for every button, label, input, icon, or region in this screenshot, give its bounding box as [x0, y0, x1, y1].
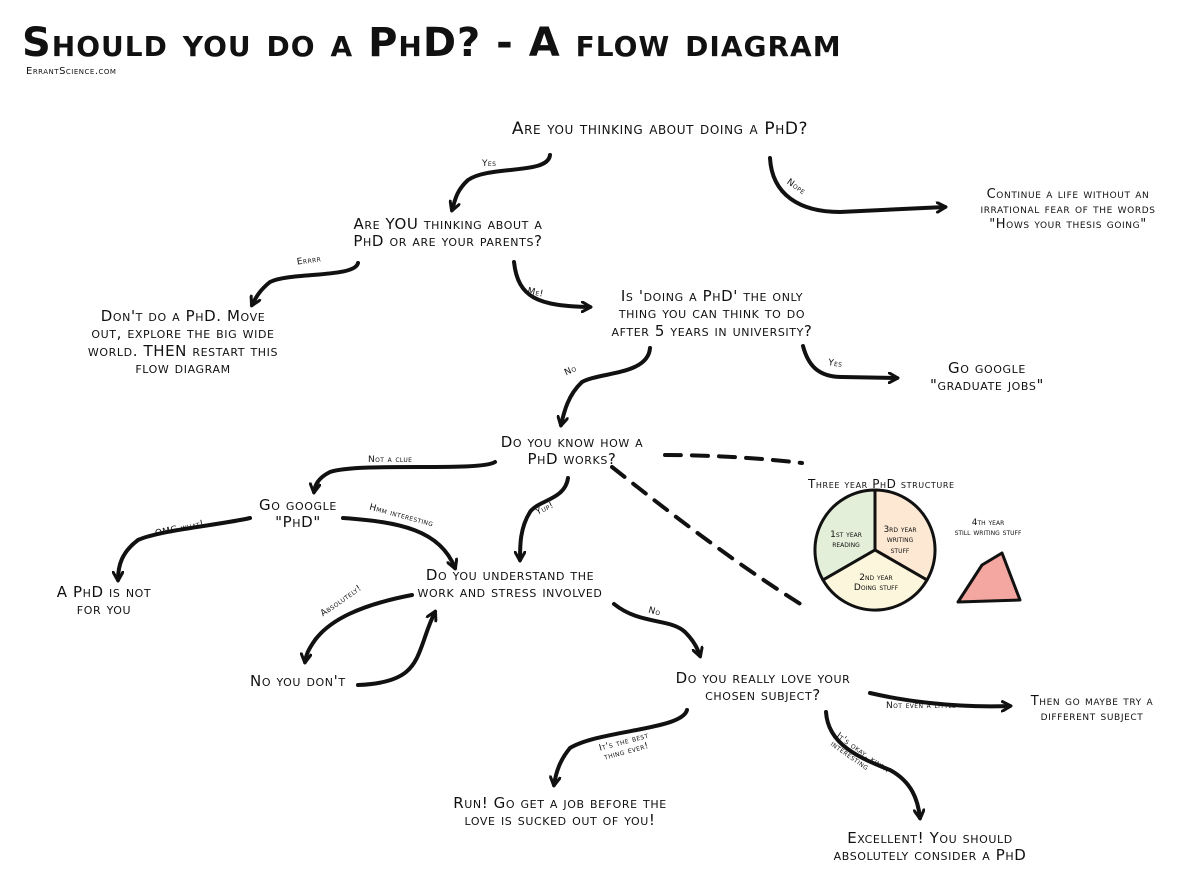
arrow-q2-errrr: [252, 261, 360, 305]
edge-label-not-even: Not even a little: [886, 701, 957, 711]
pie-slice-3: [821, 548, 929, 612]
node-no-you-dont: No you don't: [250, 672, 346, 690]
arrow-nodont-back: [356, 612, 435, 687]
edge-label-yes-1: Yes: [482, 159, 497, 169]
dashed-link-top: [663, 453, 804, 465]
node-go-google-phd: Go google"PhD": [259, 496, 337, 532]
arrow-q5-absolutely: [305, 593, 414, 662]
arrow-q3-no: [561, 346, 652, 425]
phd-structure-pie: [813, 488, 937, 612]
page-title: Should you do a PhD? - A flow diagram: [22, 20, 842, 66]
edge-label-not-a-clue: Not a clue: [368, 455, 413, 465]
arrow-q3-yes: [801, 344, 897, 378]
site-credit: ErrantScience.com: [26, 66, 117, 77]
edge-label-yes-2: Yes: [827, 358, 844, 370]
dashed-link-bottom: [610, 465, 804, 607]
node-google-jobs: Go google"graduate jobs": [930, 359, 1044, 395]
arrow-q1-yes: [452, 153, 552, 210]
arrow-q1-nope: [768, 156, 945, 215]
arrow-q4-not-a-clue: [314, 460, 497, 492]
fourth-year-shape: [956, 551, 1022, 604]
arrow-q2-me: [512, 260, 590, 307]
node-q1: Are you thinking about doing a PhD?: [511, 119, 809, 139]
arrow-google-omg: [118, 516, 252, 580]
arrow-q5-no: [612, 602, 700, 656]
structure-title: Three year PhD structure: [808, 477, 955, 491]
arrow-q4-yup: [520, 476, 570, 560]
arrow-q6-best: [554, 708, 689, 785]
arrow-q6-okay: [824, 710, 920, 818]
arrow-google-hmm: [341, 516, 455, 568]
arrow-q6-not-even: [868, 691, 1010, 706]
